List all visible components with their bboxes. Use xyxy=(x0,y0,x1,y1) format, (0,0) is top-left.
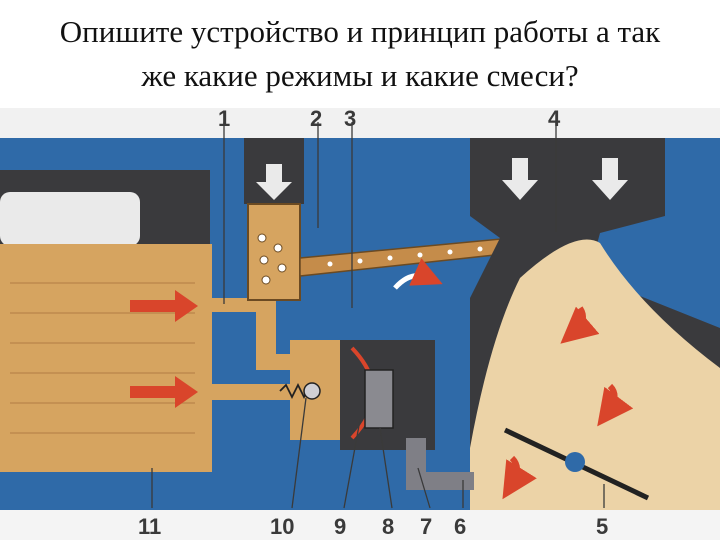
fuel-level-lines xyxy=(10,282,195,434)
label-strip xyxy=(0,510,720,540)
label-3: 3 xyxy=(344,108,356,131)
label-8: 8 xyxy=(382,514,394,539)
label-1: 1 xyxy=(218,108,230,131)
air-intake-arrow xyxy=(256,164,292,200)
carburetor-diagram: 1 2 3 4 11 10 9 8 7 6 5 xyxy=(0,108,720,540)
top-strip xyxy=(0,108,720,138)
label-7: 7 xyxy=(420,514,432,539)
emulsion-tube xyxy=(247,203,301,301)
air-flow-arrows xyxy=(502,158,628,200)
title-line-2: же какие режимы и какие смеси? xyxy=(141,58,579,93)
fuel-flow-arrows xyxy=(130,290,198,408)
label-5: 5 xyxy=(596,514,608,539)
label-4: 4 xyxy=(548,108,561,131)
outlet-pipe-horizontal xyxy=(406,472,474,490)
mixture-flow-arrows xyxy=(502,306,634,500)
flow-swirl-arrow xyxy=(393,258,443,290)
float-chamber-window xyxy=(0,192,140,246)
red-arrow-upper xyxy=(130,290,198,322)
label-6: 6 xyxy=(454,514,466,539)
label-2: 2 xyxy=(310,108,322,131)
pump-spring-block xyxy=(364,369,394,429)
question-title: Опишите устройство и принцип работы а та… xyxy=(0,10,720,98)
emulsion-bubbles xyxy=(257,233,287,285)
float-chamber-fuel xyxy=(0,244,212,472)
label-11: 11 xyxy=(138,514,161,539)
label-9: 9 xyxy=(334,514,346,539)
throttle-axle xyxy=(565,452,585,472)
red-arrow-lower xyxy=(130,376,198,408)
leader-lines xyxy=(151,122,605,509)
title-line-1: Опишите устройство и принцип работы а та… xyxy=(59,14,661,49)
check-valve-ball xyxy=(303,382,321,400)
label-10: 10 xyxy=(270,514,294,539)
